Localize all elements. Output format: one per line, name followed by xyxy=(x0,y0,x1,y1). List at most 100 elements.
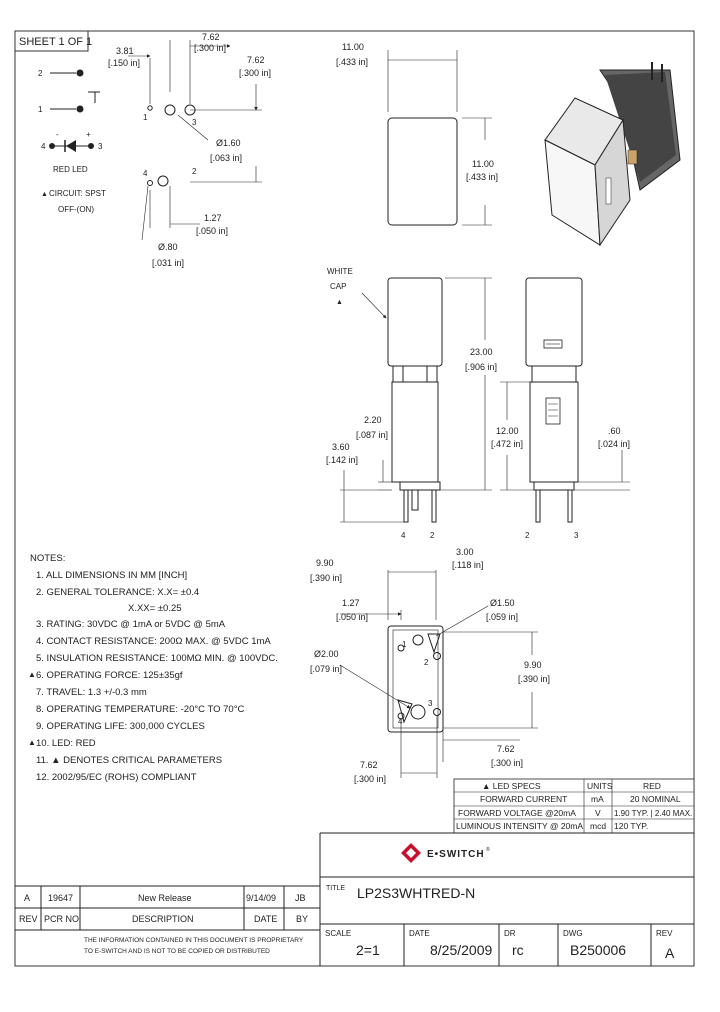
eswitch-logo: E•SWITCH ® xyxy=(401,843,490,863)
footprint-hole-3 xyxy=(164,104,176,116)
switch-terminal-1 xyxy=(76,105,84,113)
cap-label-2: CAP xyxy=(330,282,346,291)
footprint-pin-1: 1 xyxy=(143,113,148,122)
title-label: TITLE xyxy=(326,885,345,892)
eswitch-logo-text: E•SWITCH xyxy=(427,849,485,860)
iso-cap-side xyxy=(594,118,631,247)
dr-value: rc xyxy=(512,942,524,958)
top-height-mm: 11.00 xyxy=(472,159,494,169)
width-300-mm: 3.00 xyxy=(456,547,474,557)
bottom-led-pin-a xyxy=(412,634,424,646)
side2-pin-label-3: 3 xyxy=(574,531,579,540)
side-housing xyxy=(391,381,439,483)
bottom-hole-4 xyxy=(397,712,405,720)
bottom-h-990-in: [.390 in] xyxy=(518,674,550,684)
bottom-d-127-mm: 1.27 xyxy=(342,598,360,608)
schematic-pin-2: 2 xyxy=(38,69,43,78)
top-width-mm: 11.00 xyxy=(342,42,364,52)
rev-header-date: DATE xyxy=(254,914,277,924)
critical-triangle: ▲ xyxy=(41,191,48,198)
sheet-label-box xyxy=(14,30,89,52)
led-spec-row-0-name: FORWARD CURRENT xyxy=(480,794,567,804)
bottom-d-200-mm: Ø2.00 xyxy=(314,649,339,659)
disclaimer-line-2: TO E-SWITCH AND IS NOT TO BE COPIED OR D… xyxy=(84,948,270,955)
led-diode-symbol xyxy=(66,140,76,152)
side-pin-label-2: 2 xyxy=(430,531,435,540)
note-12: 12. 2002/95/EC (ROHS) COMPLIANT xyxy=(36,772,197,783)
bottom-view: 1 2 3 4 9.90 [.390 in] 1.27 [.050 in] Ø1… xyxy=(310,558,550,784)
drawing-title: LP2S3WHTRED-N xyxy=(357,885,475,901)
height-220-mm: 2.20 xyxy=(364,415,382,425)
title-block: E•SWITCH ® TITLE LP2S3WHTRED-N SCALE 2=1… xyxy=(319,832,694,966)
led-spec-row-2-val: 120 TYP. xyxy=(614,821,648,831)
bottom-hole-2 xyxy=(433,652,441,660)
notes-title: NOTES: xyxy=(30,553,66,564)
note-4: 4. CONTACT RESISTANCE: 200Ω MAX. @ 5VDC … xyxy=(36,636,271,647)
side-view-right: 2 3 12.00 [.472 in] .60 [.024 in] 3.00 [… xyxy=(452,277,630,570)
height-2300-in: [.906 in] xyxy=(465,362,497,372)
led-specs-header-1: UNITS xyxy=(587,781,613,791)
footprint-hole-2 xyxy=(157,175,169,187)
date-value: 8/25/2009 xyxy=(430,942,492,958)
note-3: 3. RATING: 30VDC @ 1mA or 5VDC @ 5mA xyxy=(36,619,226,630)
footprint-pin-3: 3 xyxy=(192,118,197,127)
dr-label: DR xyxy=(504,929,516,938)
side2-pin-2 xyxy=(535,489,541,523)
top-view: 11.00 [.433 in] 11.00 [.433 in] xyxy=(336,42,498,226)
bottom-hole-3 xyxy=(433,708,441,716)
side-pin-2 xyxy=(431,489,437,523)
dim-160-in: [.063 in] xyxy=(210,153,242,163)
bottom-w-762b-in: [.300 in] xyxy=(354,774,386,784)
height-1200-mm: 12.00 xyxy=(496,426,519,436)
note-5: 5. INSULATION RESISTANCE: 100MΩ MIN. @ 1… xyxy=(36,653,278,664)
bottom-w-762-in: [.300 in] xyxy=(491,758,523,768)
schematic: 2 1 4 3 - + RED LED ▲ CIRCUIT: SPST OFF-… xyxy=(38,69,106,214)
bottom-pin-1: 1 xyxy=(402,640,407,649)
led-spec-row-0-unit: mA xyxy=(591,794,604,804)
rev-header-desc: DESCRIPTION xyxy=(132,914,194,924)
height-360-in: [.142 in] xyxy=(326,455,358,465)
dwg-value: B250006 xyxy=(570,942,626,958)
led-spec-row-0-val: 20 NOMINAL xyxy=(630,794,681,804)
footprint-pin-2: 2 xyxy=(192,167,197,176)
side2-cap xyxy=(525,277,583,367)
bottom-w-990-mm: 9.90 xyxy=(316,558,334,568)
note-10: 10. LED: RED xyxy=(36,738,96,749)
height-220-in: [.087 in] xyxy=(356,430,388,440)
note-6-marker: ▲ xyxy=(28,670,36,679)
rev-row-by: JB xyxy=(295,893,306,903)
side-pin-4 xyxy=(403,489,409,523)
height-360-mm: 3.60 xyxy=(332,442,350,452)
iso-view xyxy=(544,62,681,247)
bottom-hole-1 xyxy=(397,644,405,652)
rev-header-rev: REV xyxy=(19,914,38,924)
footprint-hole-4 xyxy=(147,180,153,186)
bottom-d-127-in: [.050 in] xyxy=(336,612,368,622)
note-7: 7. TRAVEL: 1.3 +/-0.3 mm xyxy=(36,687,147,698)
dim-080-mm: Ø.80 xyxy=(158,242,178,252)
side-view-front: 4 2 WHITE CAP ▲ 23.00 [.906 in] 2.20 [.0… xyxy=(326,267,497,540)
dim-762-in: [.300 in] xyxy=(194,43,226,53)
rev-row-desc: New Release xyxy=(138,893,192,903)
circuit-label-2: OFF-(ON) xyxy=(58,205,94,214)
rev-header-by: BY xyxy=(296,914,308,924)
top-height-in: [.433 in] xyxy=(466,172,498,182)
rev-row-date: 9/14/09 xyxy=(246,893,276,903)
height-1200-in: [.472 in] xyxy=(491,439,523,449)
eswitch-logo-tm: ® xyxy=(486,846,490,853)
footprint-hole-1 xyxy=(147,105,153,111)
top-width-in: [.433 in] xyxy=(336,57,368,67)
cap-label-1: WHITE xyxy=(327,267,353,276)
bottom-led-pin-b xyxy=(410,704,426,720)
height-060-mm: .60 xyxy=(608,426,621,436)
led-specs-header-2: RED xyxy=(643,781,661,791)
side2-housing xyxy=(529,381,579,483)
bottom-w-762b-mm: 7.62 xyxy=(360,760,378,770)
scale-label: SCALE xyxy=(325,929,351,938)
bottom-d-150-in: [.059 in] xyxy=(486,612,518,622)
dim-080-in: [.031 in] xyxy=(152,258,184,268)
side2-pin-3 xyxy=(567,489,573,523)
circuit-label: CIRCUIT: SPST xyxy=(49,189,106,198)
pcb-footprint: 3.81 [.150 in] 7.62 [.300 in] 7.62 [.300… xyxy=(108,32,271,268)
dim-381-mm: 3.81 xyxy=(116,46,134,56)
